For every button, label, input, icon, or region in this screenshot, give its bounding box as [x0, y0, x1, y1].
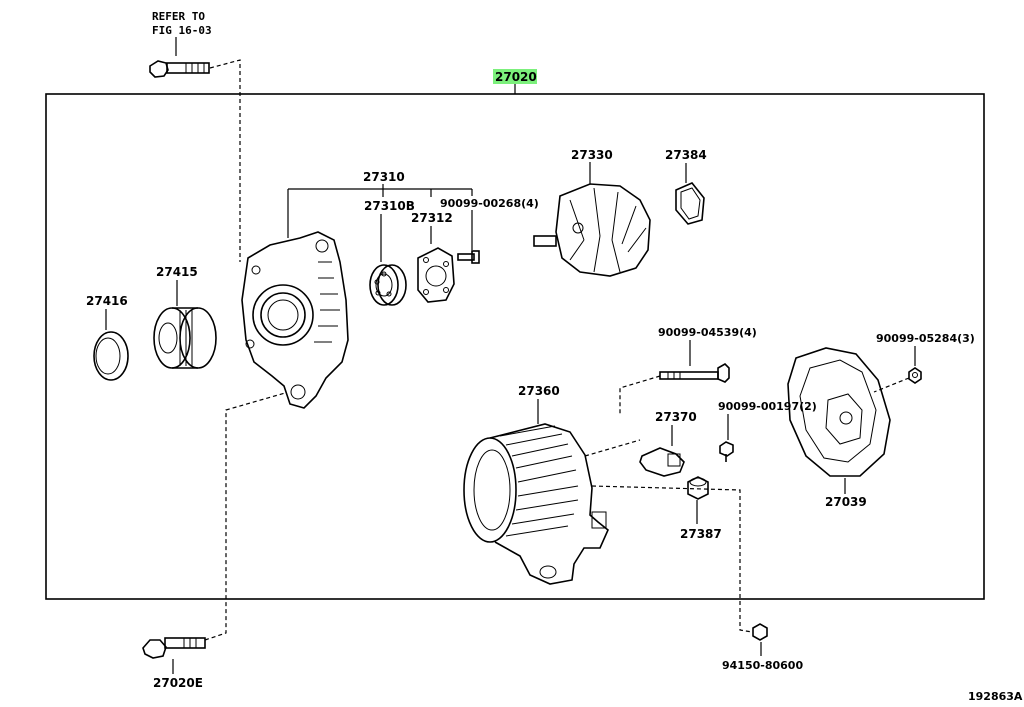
label-27384[interactable]: 27384	[665, 148, 707, 162]
label-27312[interactable]: 27312	[411, 211, 453, 225]
seal-ring-icon	[675, 182, 705, 225]
label-27330[interactable]: 27330	[571, 148, 613, 162]
label-27039[interactable]: 27039	[825, 495, 867, 509]
insulator-icon	[687, 476, 709, 500]
figure-code: 192863A	[968, 690, 1023, 703]
long-bolt-icon	[659, 363, 730, 383]
bottom-bolt-icon	[142, 637, 206, 659]
screw-icon	[457, 250, 480, 264]
rotor-icon	[533, 183, 651, 277]
label-94150-80600[interactable]: 94150-80600	[722, 659, 803, 672]
refer-note-line1: REFER TO	[152, 10, 205, 23]
label-27310[interactable]: 27310	[363, 170, 405, 184]
stator-dash-2	[591, 485, 753, 633]
stator-icon	[463, 423, 609, 585]
nut-icon	[908, 367, 922, 384]
refer-note-line2: FIG 16-03	[152, 24, 212, 37]
label-27387[interactable]: 27387	[680, 527, 722, 541]
rear-cover-icon	[787, 347, 891, 477]
assembly-part-number[interactable]: 27020	[495, 70, 537, 84]
label-27416[interactable]: 27416	[86, 294, 128, 308]
bracket-27310	[287, 184, 473, 238]
small-screw-icon	[719, 441, 734, 462]
long-bolt-dash	[619, 375, 661, 415]
top-bolt-dash	[209, 59, 241, 262]
bearing-icon	[369, 264, 407, 306]
bottom-bolt-dash	[204, 392, 286, 641]
pulley-icon	[153, 307, 217, 369]
top-bolt-icon	[149, 60, 210, 78]
retainer-plate-icon	[417, 247, 455, 303]
assembly-highlight	[493, 69, 537, 84]
label-90099-00268[interactable]: 90099-00268(4)	[440, 197, 539, 210]
label-90099-00197[interactable]: 90099-00197(2)	[718, 400, 817, 413]
label-90099-04539[interactable]: 90099-04539(4)	[658, 326, 757, 339]
nut-dash	[873, 377, 910, 393]
label-27020E[interactable]: 27020E	[153, 676, 203, 690]
stator-dash-1	[584, 439, 641, 457]
label-27310B[interactable]: 27310B	[364, 199, 415, 213]
label-27360[interactable]: 27360	[518, 384, 560, 398]
label-27370[interactable]: 27370	[655, 410, 697, 424]
terminal-icon	[639, 447, 685, 477]
label-90099-05284[interactable]: 90099-05284(3)	[876, 332, 975, 345]
small-nut-icon	[752, 623, 768, 641]
label-27415[interactable]: 27415	[156, 265, 198, 279]
drive-end-frame-icon	[241, 231, 349, 409]
cap-icon	[93, 331, 129, 381]
